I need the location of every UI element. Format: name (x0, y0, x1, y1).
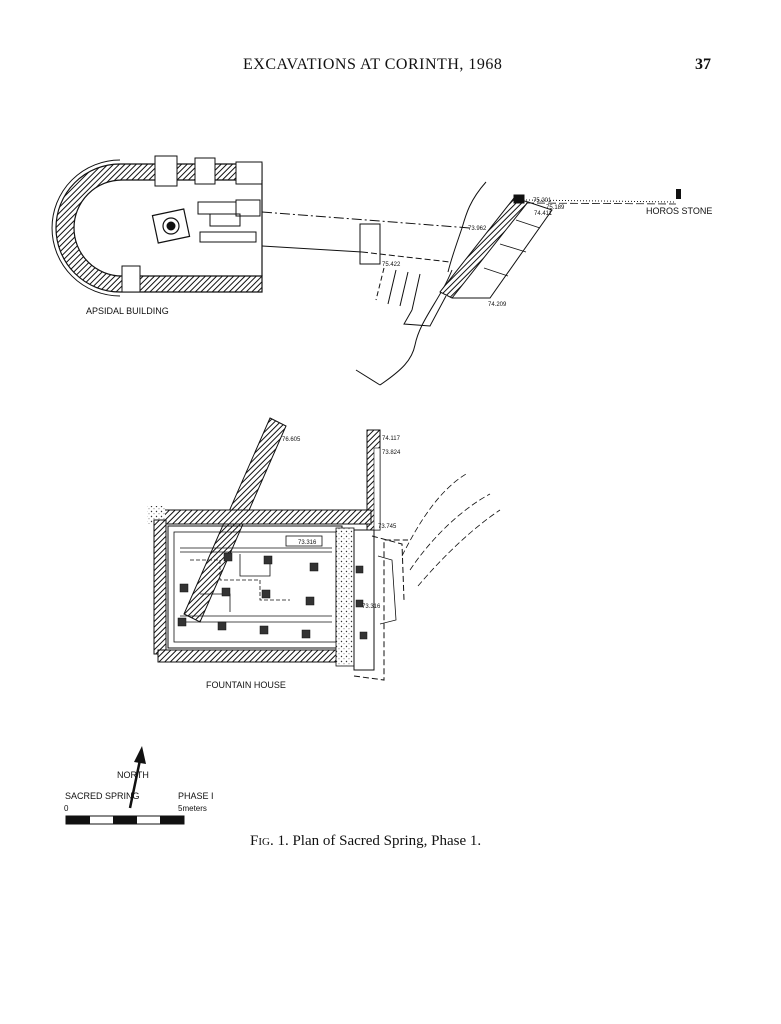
elevation-label: 73.316 (362, 604, 381, 610)
elevation-label: 75.422 (382, 262, 401, 268)
elevation-label: 74.411 (534, 211, 553, 217)
apsidal-building-label: APSIDAL BUILDING (86, 306, 169, 316)
scale-bar (65, 815, 185, 825)
elevation-label: 76.605 (282, 437, 301, 443)
page-number: 37 (695, 56, 711, 73)
scale-start-label: 0 (64, 804, 69, 813)
elevation-label: 75.201 (533, 198, 552, 204)
site-label: SACRED SPRING (65, 791, 140, 801)
north-arrow-icon (134, 746, 146, 764)
figure-caption-text: Plan of Sacred Spring, Phase 1. (292, 833, 482, 849)
horos-stone-label: HOROS STONE (646, 206, 712, 216)
terrace-wall (439, 197, 529, 299)
elevation-label: 74.117 (382, 436, 401, 442)
phase-label: PHASE I (178, 791, 214, 801)
running-title: EXCAVATIONS AT CORINTH, 1968 (243, 56, 503, 73)
elevation-label: 74.209 (488, 302, 507, 308)
figure-label: Fig. 1. (250, 833, 289, 849)
scale-end-label: 5meters (178, 804, 207, 813)
fountain-house-plan (147, 417, 501, 681)
apsidal-building-plan (51, 155, 681, 386)
elevation-label: 73.745 (378, 524, 397, 530)
fountain-house-label: FOUNTAIN HOUSE (206, 680, 286, 690)
elevation-label: 75.189 (546, 205, 565, 211)
elevation-label: 73.316 (298, 540, 317, 546)
horos-stone-marker (676, 189, 681, 199)
elevation-label: 73.824 (382, 450, 401, 456)
elevation-label: 73.962 (468, 226, 487, 232)
north-label: NORTH (117, 770, 149, 780)
north-arrow (128, 746, 146, 809)
figure-caption: Fig. 1. Plan of Sacred Spring, Phase 1. (250, 833, 481, 850)
